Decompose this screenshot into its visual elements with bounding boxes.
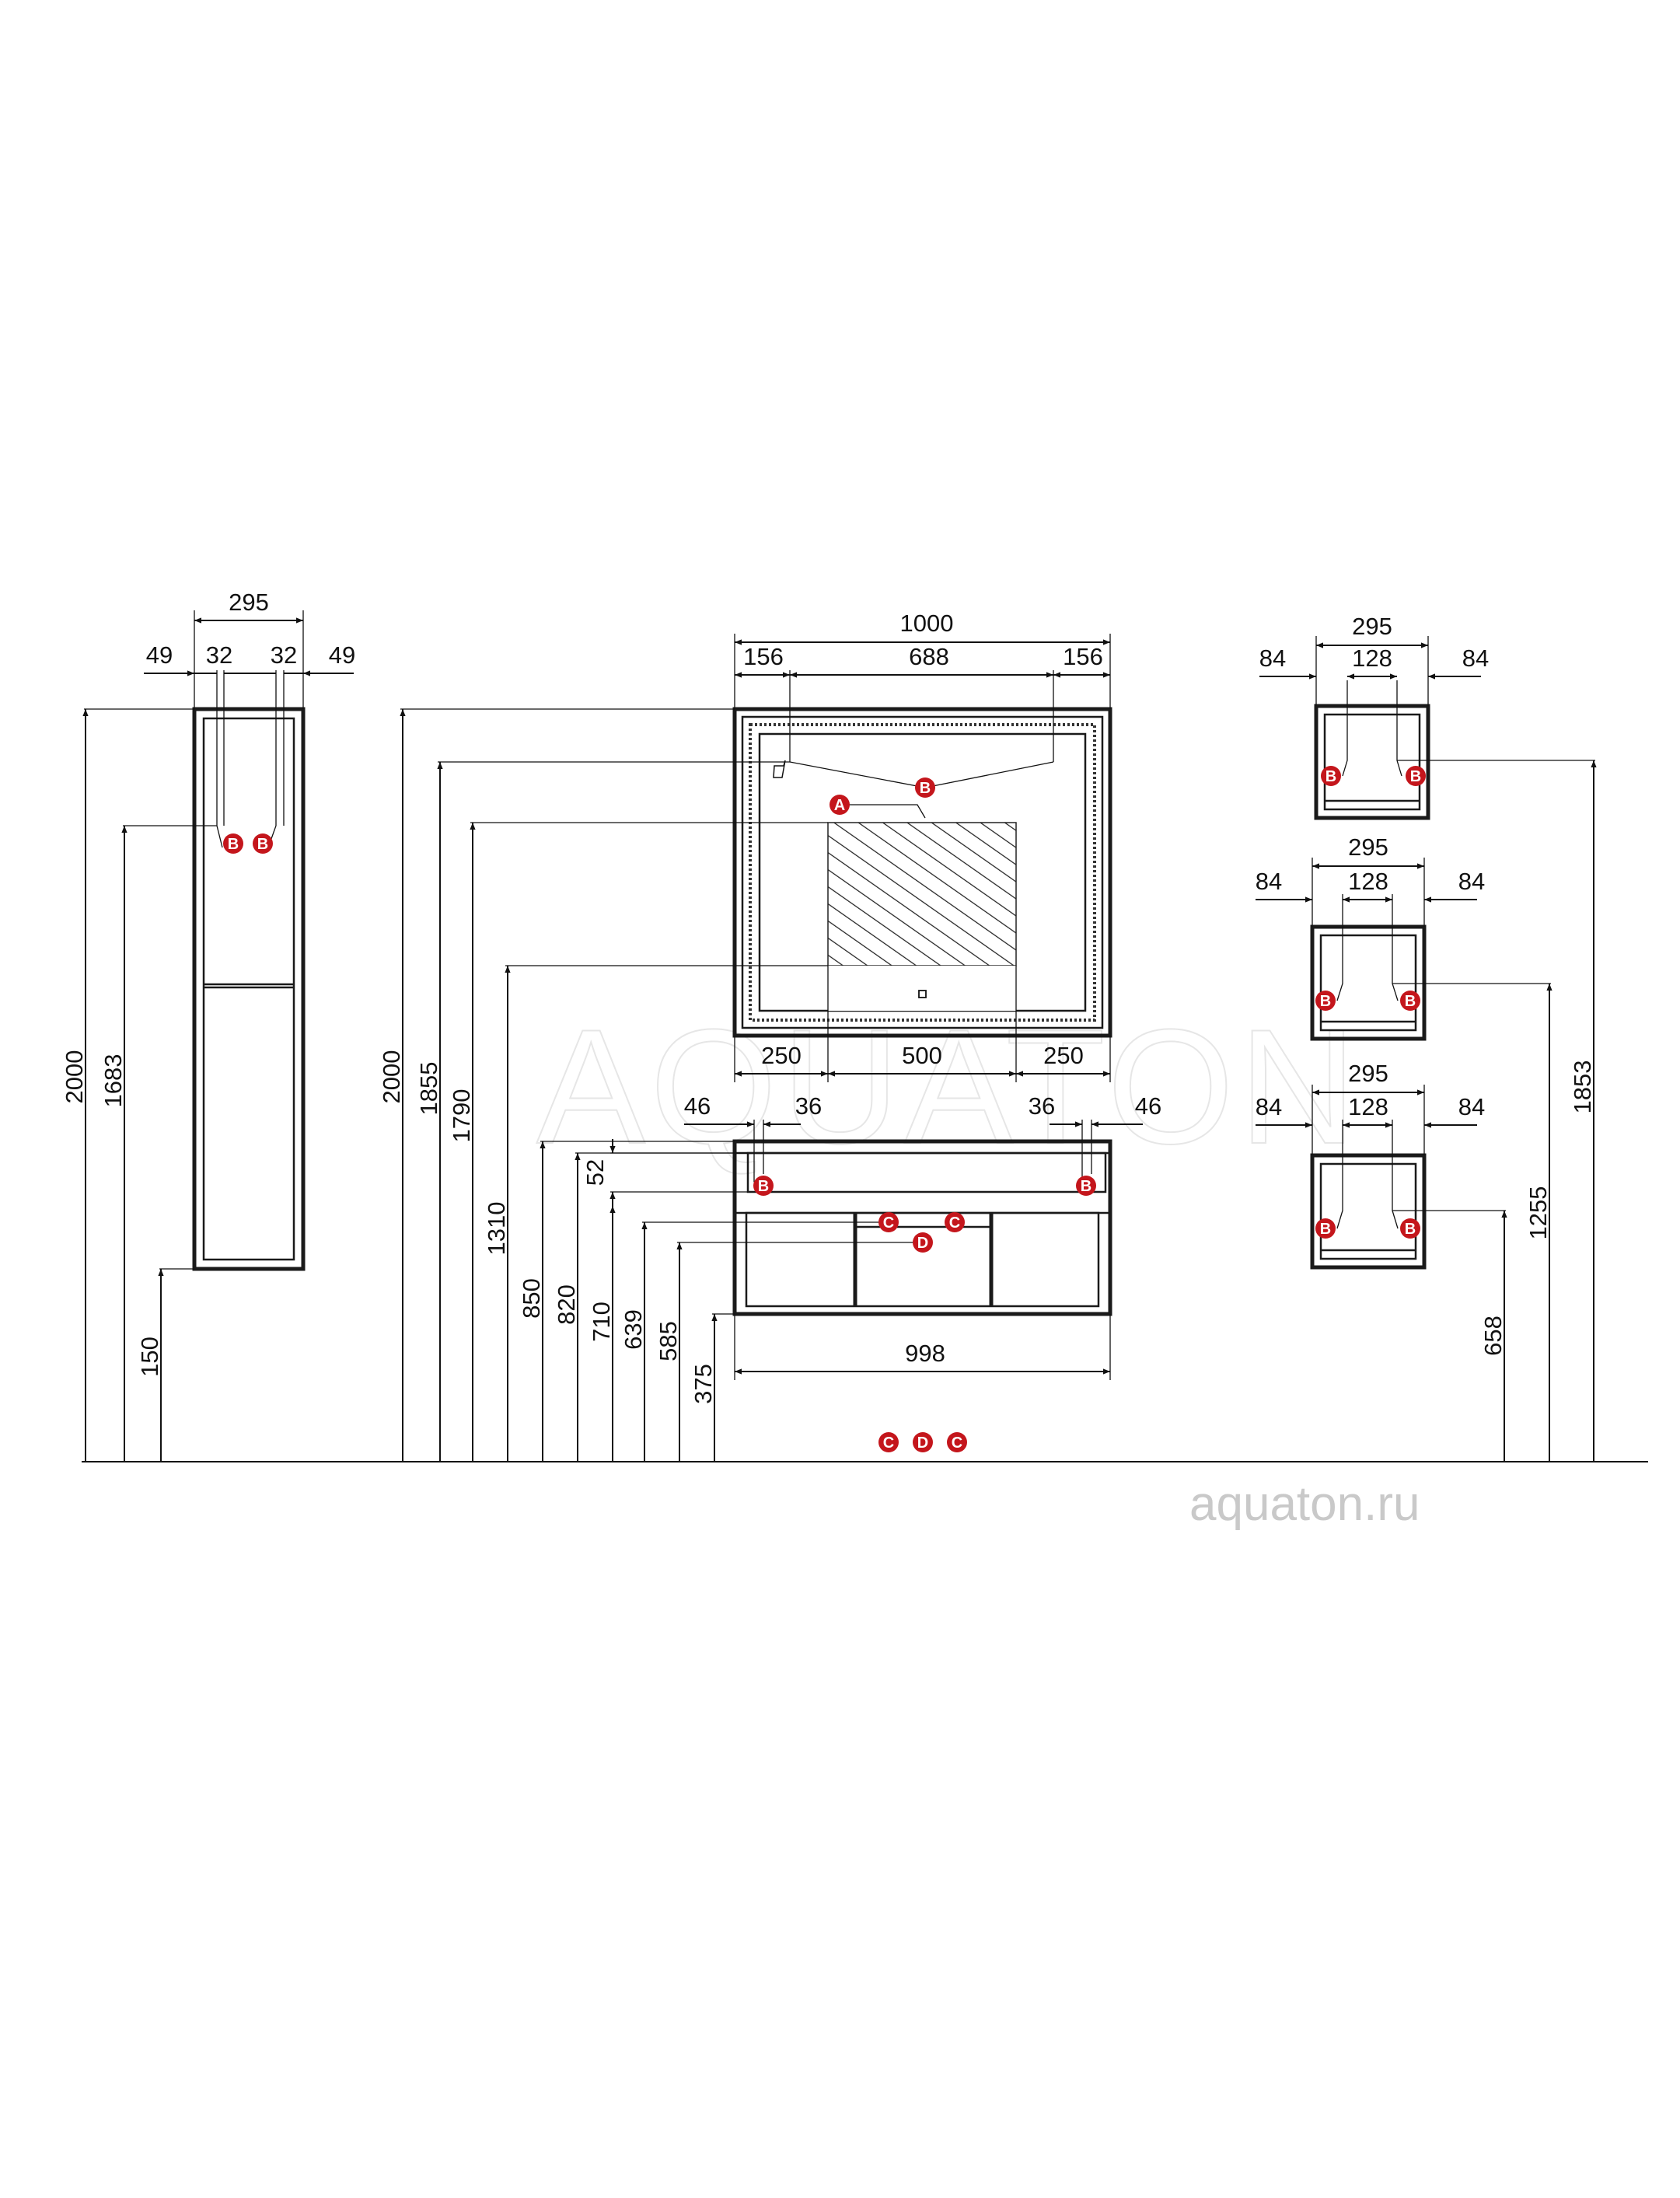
wall-cabinet-3: 295 84 128 84 B B <box>1256 1060 1506 1270</box>
pencil-icon <box>773 760 786 778</box>
marker-b-tall-right: B <box>253 833 273 854</box>
mirror-h-1310-label: 1310 <box>483 1202 510 1256</box>
vanity-width-label: 998 <box>905 1340 945 1367</box>
sensor-switch-icon <box>918 990 927 998</box>
vanity-h-710-label: 710 <box>588 1302 615 1342</box>
svg-text:B: B <box>920 780 931 797</box>
vanity-h-850-label: 850 <box>518 1278 545 1319</box>
mirror-h-1855-label: 1855 <box>415 1062 442 1116</box>
marker-c-vanity-right: C <box>945 1212 965 1232</box>
mirror-width-label: 1000 <box>900 610 954 637</box>
svg-text:B: B <box>228 836 239 853</box>
svg-text:C: C <box>949 1214 960 1232</box>
mirror: 1000 156 688 156 250 500 250 2000 1855 1… <box>378 610 1112 1462</box>
wall-height-dimensions: 1853 1255 658 <box>1479 760 1597 1462</box>
svg-text:D: D <box>917 1434 928 1452</box>
svg-text:B: B <box>1410 768 1421 785</box>
tall-hinge-left-label: 32 <box>206 641 232 669</box>
vanity-left-46-label: 46 <box>684 1092 711 1120</box>
svg-text:B: B <box>1320 993 1331 1010</box>
vanity-unit: 46 36 36 46 52 850 820 710 639 585 375 9… <box>518 1092 1161 1462</box>
wall-cabinet-2-center-label: 128 <box>1348 868 1388 895</box>
vanity-right-36-label: 36 <box>1029 1092 1055 1120</box>
wall-cabinet-2-width-label: 295 <box>1348 833 1388 861</box>
svg-text:B: B <box>758 1178 769 1195</box>
mirror-bottom-right-label: 250 <box>1043 1042 1084 1069</box>
marker-b-cab2-right: B <box>1400 991 1420 1011</box>
marker-b-mirror: B <box>915 778 935 798</box>
mirror-side-right-label: 156 <box>1063 643 1103 670</box>
wall-h-1255-label: 1255 <box>1525 1186 1552 1240</box>
wall-cabinet-1: 295 84 128 84 B B <box>1259 613 1595 820</box>
marker-c-vanity-left: C <box>878 1212 899 1232</box>
wall-cabinet-3-width-label: 295 <box>1348 1060 1388 1087</box>
tall-height-mount-label: 1683 <box>100 1054 127 1108</box>
tall-left-offset-label: 49 <box>146 641 173 669</box>
vanity-h-585-label: 585 <box>655 1321 682 1361</box>
wall-cabinet-2-left-label: 84 <box>1256 868 1282 895</box>
wall-cabinet-1-width-label: 295 <box>1352 613 1392 640</box>
wall-cabinet-3-right-label: 84 <box>1458 1093 1485 1120</box>
marker-b-vanity-right: B <box>1076 1176 1096 1196</box>
vanity-depth-52-label: 52 <box>582 1159 609 1186</box>
svg-text:B: B <box>1325 768 1336 785</box>
svg-text:B: B <box>1405 993 1416 1010</box>
tall-right-offset-label: 49 <box>329 641 355 669</box>
svg-text:C: C <box>883 1434 894 1452</box>
svg-text:D: D <box>917 1235 928 1252</box>
wall-cabinet-1-right-label: 84 <box>1462 645 1489 672</box>
mirror-bottom-center-label: 500 <box>902 1042 942 1069</box>
marker-d-vanity: D <box>913 1232 933 1253</box>
vanity-h-375-label: 375 <box>690 1364 717 1404</box>
tall-height-floor-label: 150 <box>136 1337 163 1377</box>
wall-cabinet-1-center-label: 128 <box>1352 645 1392 672</box>
tall-hinge-right-label: 32 <box>271 641 297 669</box>
tall-height-total-label: 2000 <box>61 1050 88 1104</box>
svg-text:C: C <box>883 1214 894 1232</box>
marker-b-cab1-right: B <box>1406 766 1426 786</box>
svg-text:B: B <box>1320 1221 1331 1238</box>
vanity-right-46-label: 46 <box>1135 1092 1161 1120</box>
watermark: AQUATON <box>536 995 1361 1178</box>
marker-b-cab2-left: B <box>1315 991 1336 1011</box>
vanity-h-639-label: 639 <box>620 1309 647 1350</box>
vanity-left-36-label: 36 <box>795 1092 822 1120</box>
mirror-bottom-left-label: 250 <box>761 1042 802 1069</box>
mirror-h-total-label: 2000 <box>378 1050 405 1104</box>
svg-text:A: A <box>834 797 845 814</box>
marker-b-cab1-left: B <box>1321 766 1341 786</box>
site-url: aquaton.ru <box>1189 1477 1420 1531</box>
marker-a-mirror: A <box>830 795 850 815</box>
svg-text:B: B <box>1405 1221 1416 1238</box>
marker-b-vanity-left: B <box>753 1176 774 1196</box>
mirror-h-1790-label: 1790 <box>448 1089 475 1143</box>
marker-b-tall-left: B <box>223 833 243 854</box>
marker-b-cab3-right: B <box>1400 1218 1420 1239</box>
vanity-h-820-label: 820 <box>553 1284 580 1325</box>
svg-text:B: B <box>257 836 268 853</box>
mirror-hatch-zone <box>827 822 1017 966</box>
wall-cabinet-3-center-label: 128 <box>1348 1093 1388 1120</box>
wall-h-658-label: 658 <box>1479 1316 1507 1356</box>
tall-cabinet: 295 49 32 32 49 2000 1683 150 B B <box>61 589 355 1462</box>
wall-cabinet-1-left-label: 84 <box>1259 645 1286 672</box>
mirror-center-label: 688 <box>909 643 949 670</box>
svg-text:C: C <box>952 1434 962 1452</box>
marker-b-cab3-left: B <box>1315 1218 1336 1239</box>
wall-h-1853-label: 1853 <box>1569 1061 1596 1114</box>
marker-d-floor: D <box>913 1432 933 1452</box>
mirror-side-left-label: 156 <box>743 643 784 670</box>
marker-c-floor-left: C <box>878 1432 899 1452</box>
tall-width-label: 295 <box>229 589 269 616</box>
wall-cabinet-3-left-label: 84 <box>1256 1093 1282 1120</box>
marker-c-floor-right: C <box>947 1432 967 1452</box>
wall-cabinet-2-right-label: 84 <box>1458 868 1485 895</box>
wall-cabinet-2: 295 84 128 84 B B <box>1256 833 1551 1041</box>
svg-text:B: B <box>1081 1178 1091 1195</box>
